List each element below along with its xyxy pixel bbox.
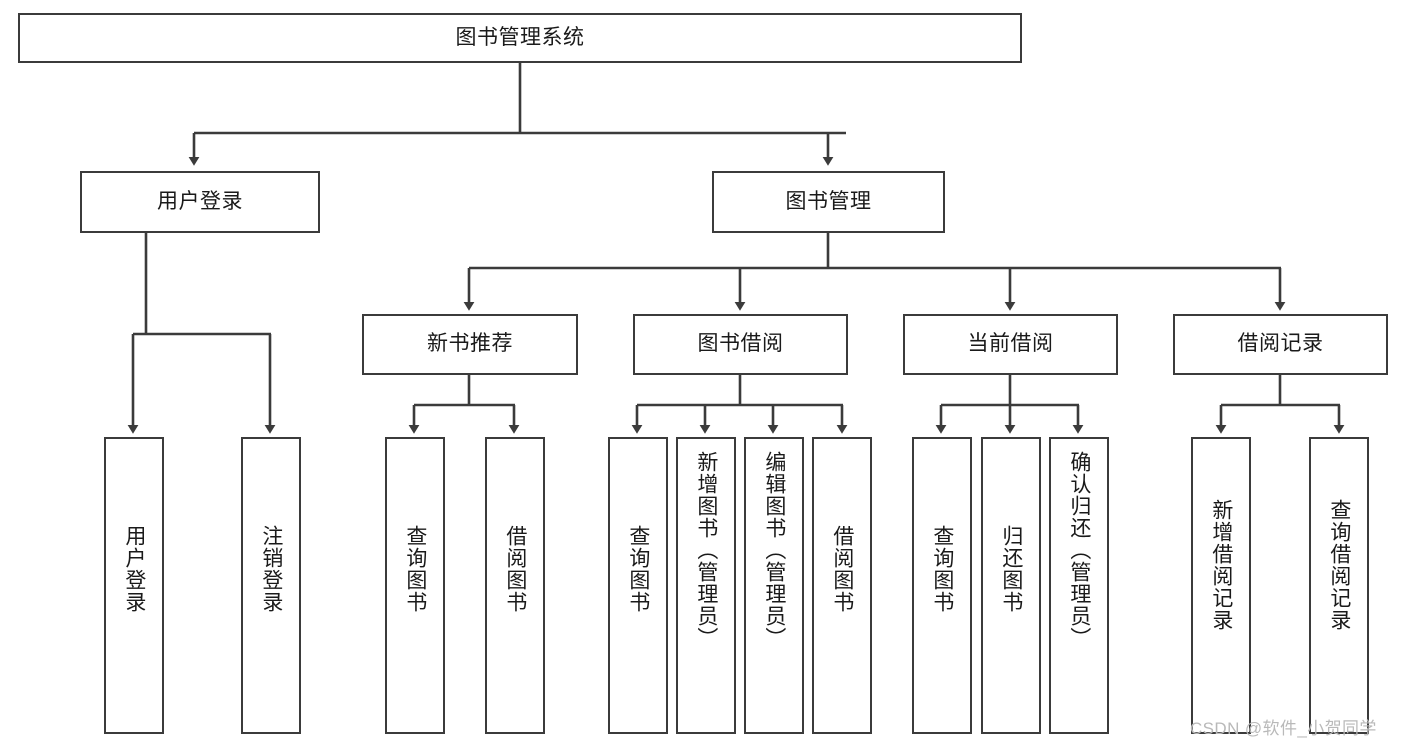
node-label: 用户登录 (157, 189, 243, 213)
node-label: 查询图书 (403, 525, 427, 613)
node-root-system[interactable]: 图书管理系统 (18, 13, 1022, 63)
node-book-management[interactable]: 图书管理 (712, 171, 945, 233)
node-label: 查询借阅记录 (1327, 499, 1351, 631)
leaf-record-add-record[interactable]: 新增借阅记录 (1191, 437, 1251, 734)
leaf-user-login-signin[interactable]: 用户登录 (104, 437, 164, 734)
leaf-current-return-book[interactable]: 归还图书 (981, 437, 1041, 734)
leaf-borrow-query-book[interactable]: 查询图书 (608, 437, 668, 734)
leaf-current-confirm-return[interactable]: 确认归还（管理员） (1049, 437, 1109, 734)
node-label: 用户登录 (122, 525, 146, 613)
node-label: 注销登录 (259, 525, 283, 613)
node-label: 查询图书 (930, 525, 954, 613)
node-label: 图书借阅 (697, 332, 784, 356)
leaf-recommend-borrow-book[interactable]: 借阅图书 (485, 437, 545, 734)
node-label: 图书管理 (785, 189, 872, 213)
watermark: CSDN @软件_小贺同学 (1190, 719, 1377, 738)
node-label: 借阅图书 (503, 525, 527, 613)
node-label: 图书管理系统 (455, 25, 585, 49)
node-book-borrow[interactable]: 图书借阅 (633, 314, 848, 375)
node-label: 编辑图书（管理员） (762, 451, 786, 649)
node-label: 查询图书 (626, 525, 650, 613)
leaf-user-login-signout[interactable]: 注销登录 (241, 437, 301, 734)
node-label: 新书推荐 (427, 332, 513, 356)
node-label: 新增借阅记录 (1209, 499, 1233, 631)
node-label: 确认归还（管理员） (1067, 451, 1091, 649)
leaf-borrow-edit-book[interactable]: 编辑图书（管理员） (744, 437, 804, 734)
node-label: 新增图书（管理员） (694, 451, 718, 649)
node-label: 当前借阅 (967, 332, 1054, 356)
leaf-record-query-record[interactable]: 查询借阅记录 (1309, 437, 1369, 734)
node-label: 借阅记录 (1237, 332, 1324, 356)
leaf-current-query-book[interactable]: 查询图书 (912, 437, 972, 734)
leaf-borrow-borrow-book[interactable]: 借阅图书 (812, 437, 872, 734)
node-borrow-record[interactable]: 借阅记录 (1173, 314, 1388, 375)
node-current-borrow[interactable]: 当前借阅 (903, 314, 1118, 375)
leaf-borrow-add-book[interactable]: 新增图书（管理员） (676, 437, 736, 734)
node-new-book-recommend[interactable]: 新书推荐 (362, 314, 578, 375)
node-label: 借阅图书 (830, 525, 854, 613)
node-label: 归还图书 (999, 525, 1023, 613)
leaf-recommend-query-book[interactable]: 查询图书 (385, 437, 445, 734)
node-user-login[interactable]: 用户登录 (80, 171, 320, 233)
